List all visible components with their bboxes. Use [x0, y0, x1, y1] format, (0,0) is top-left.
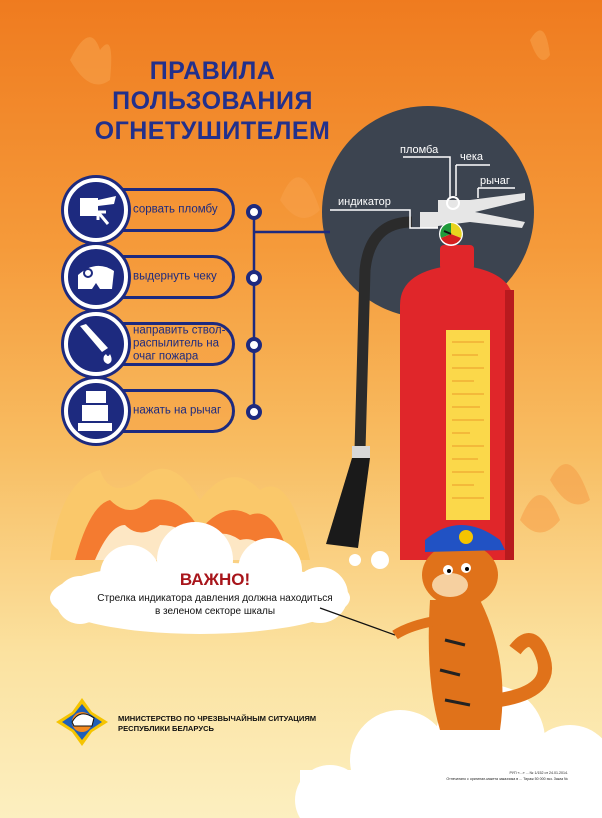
step-dot — [246, 337, 262, 353]
title-line: ПОЛЬЗОВАНИЯ — [112, 87, 313, 115]
seal-break-icon — [64, 178, 128, 242]
press-lever-icon — [64, 379, 128, 443]
step-dot — [246, 270, 262, 286]
step-dot — [246, 404, 262, 420]
step-aim-nozzle: направить ствол-распылитель на очаг пожа… — [64, 312, 239, 376]
aim-nozzle-icon — [64, 312, 128, 376]
notice-text: Стрелка индикатора давления должна наход… — [97, 593, 333, 617]
label-indicator: индикатор — [338, 196, 391, 208]
label-lever: рычаг — [480, 175, 510, 187]
fine-print-line: РУП «...» ... № 1/152 от 24.01.2014. — [509, 771, 568, 775]
important-notice: ВАЖНО! Стрелка индикатора давления должн… — [95, 570, 335, 618]
callout-lines — [330, 156, 515, 229]
pin-ring — [446, 196, 460, 210]
ministry-line: МИНИСТЕРСТВО ПО ЧРЕЗВЫЧАЙНЫМ СИТУАЦИЯМ — [118, 714, 317, 723]
body-shade — [505, 290, 514, 560]
pointer-stick — [319, 607, 396, 636]
gauge-red-sector — [441, 234, 461, 245]
step-label: нажать на рычаг — [133, 404, 222, 417]
valve-head — [420, 212, 438, 228]
step-label: сорвать пломбу — [133, 203, 218, 216]
step-dot — [246, 204, 262, 220]
gauge-needle — [443, 230, 452, 235]
hose — [354, 216, 413, 451]
notice-heading: ВАЖНО! — [179, 570, 251, 589]
extinguisher-neck — [440, 245, 474, 270]
page-title: ПРАВИЛА ПОЛЬЗОВАНИЯ ОГНЕТУШИТЕЛЕМ — [80, 56, 345, 146]
title-line: ПРАВИЛА — [149, 57, 276, 85]
step-break-seal: сорвать пломбу — [64, 178, 239, 242]
ministry-name: МИНИСТЕРСТВО ПО ЧРЕЗВЫЧАЙНЫМ СИТУАЦИЯМ Р… — [118, 714, 316, 734]
bottom-cloud — [295, 685, 602, 818]
label-lines — [452, 341, 484, 499]
step-connector — [252, 212, 330, 412]
step-label: направить ствол-распылитель на очаг пожа… — [133, 324, 226, 363]
background-flames — [70, 30, 590, 533]
gauge-green-sector — [440, 223, 451, 238]
label-seal: пломба — [400, 144, 439, 156]
label-pin: чека — [460, 151, 484, 163]
speech-cloud — [50, 522, 389, 634]
hose-coupling — [352, 446, 370, 458]
instruction-label — [446, 330, 490, 520]
cat-mascot — [392, 525, 552, 730]
nozzle — [326, 458, 370, 548]
pull-pin-icon — [64, 245, 128, 309]
gauge-yellow-sector — [451, 223, 462, 238]
step-label: выдернуть чеку — [133, 270, 217, 283]
title-line: ОГНЕТУШИТЕЛЕМ — [94, 117, 331, 145]
fine-print: РУП «...» ... № 1/152 от 24.01.2014. Отп… — [318, 770, 568, 782]
step-pull-pin: выдернуть чеку — [64, 245, 239, 309]
fine-print-line: Отпечатано с оригинал-макета заказчика в… — [446, 777, 568, 781]
mchs-logo — [56, 698, 108, 746]
ministry-line: РЕСПУБЛИКИ БЕЛАРУСЬ — [118, 724, 215, 733]
step-press-lever: нажать на рычаг — [64, 379, 239, 443]
